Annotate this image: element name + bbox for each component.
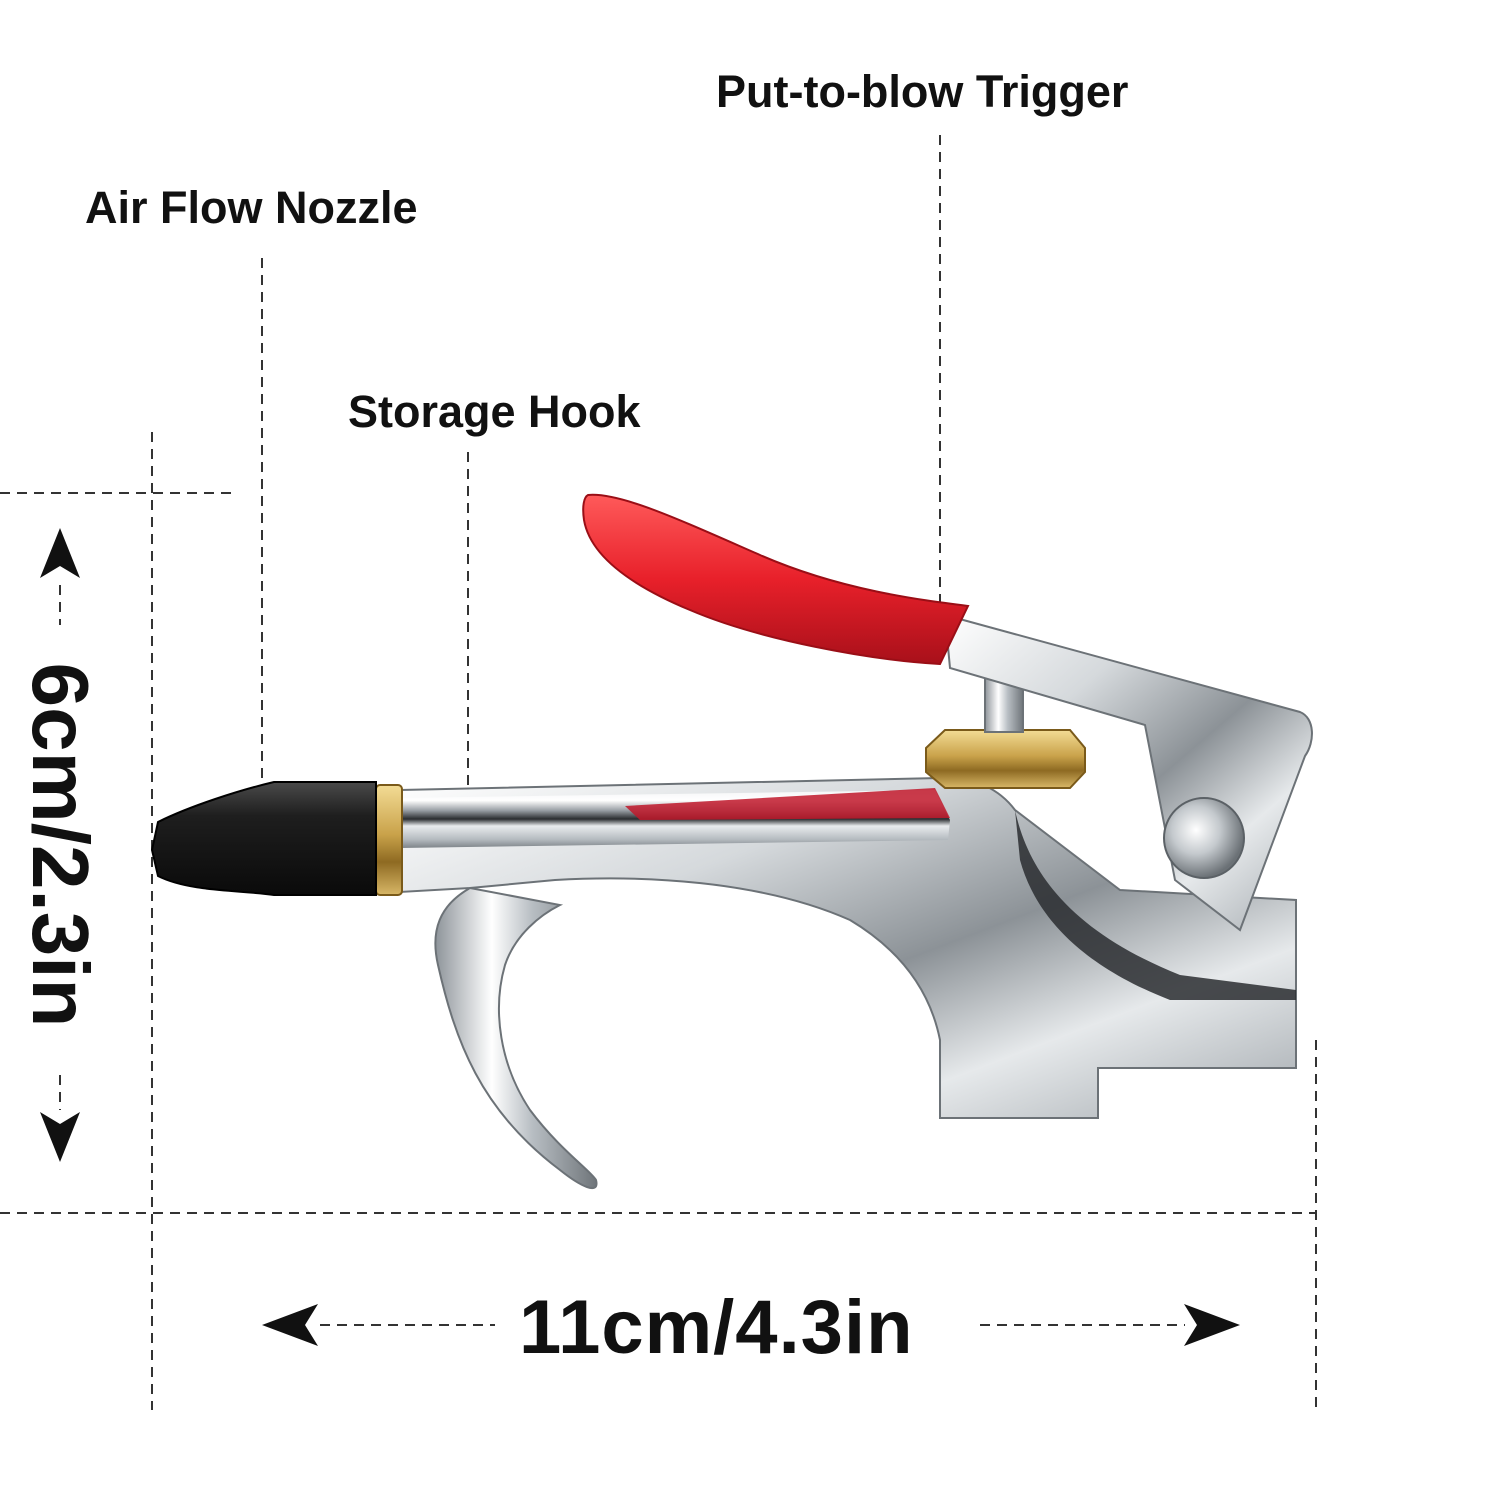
- rubber-nozzle: [150, 781, 377, 896]
- height-dimension-label: 6cm/2.3in: [16, 662, 105, 1028]
- gun-body: [399, 776, 1297, 1119]
- arrow-left-icon: [262, 1304, 318, 1346]
- brass-nut: [925, 729, 1086, 789]
- width-dimension-label: 11cm/4.3in: [519, 1285, 914, 1370]
- air-blow-gun: [150, 493, 1313, 1190]
- dimension-arrows: [40, 528, 1240, 1346]
- pivot-rivet: [1163, 797, 1245, 879]
- arrow-down-icon: [40, 1112, 80, 1162]
- trigger-callout-label: Put-to-blow Trigger: [716, 66, 1129, 117]
- arrow-up-icon: [40, 528, 80, 578]
- guide-lines: [0, 135, 1317, 1410]
- storage-hook: [434, 886, 598, 1190]
- hook-callout-label: Storage Hook: [348, 386, 641, 437]
- red-trigger-grip: [582, 493, 970, 666]
- nozzle-callout-label: Air Flow Nozzle: [85, 182, 418, 233]
- barrel-red-reflection: [625, 788, 950, 820]
- arrow-right-icon: [1184, 1304, 1240, 1346]
- brass-ring: [375, 784, 403, 896]
- body-shadow: [1015, 810, 1296, 1000]
